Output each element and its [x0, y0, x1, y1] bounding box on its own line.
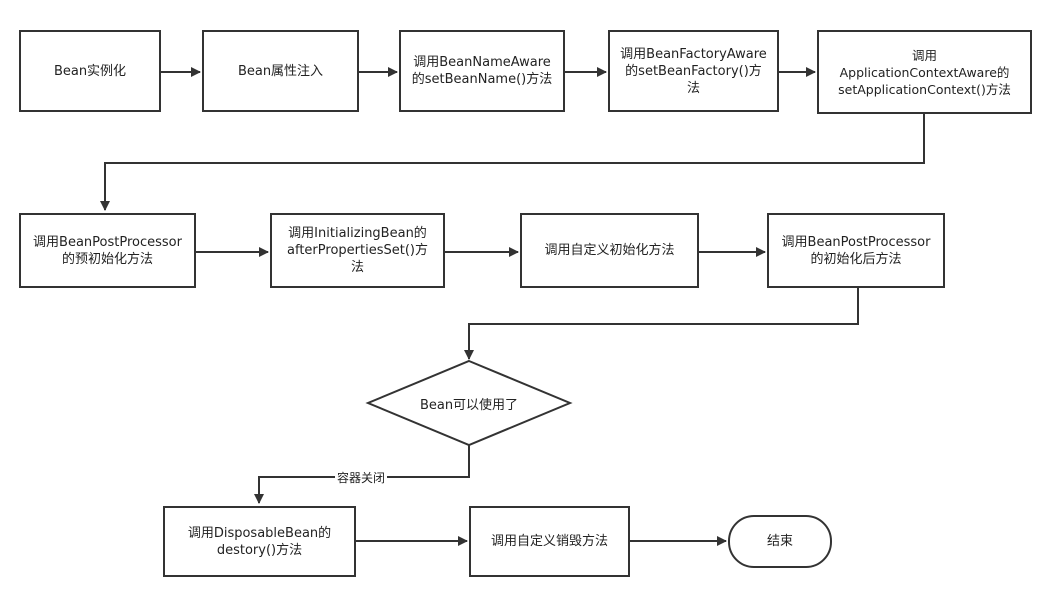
- node-custom-init: 调用自定义初始化方法: [520, 213, 699, 288]
- node-custom-destroy: 调用自定义销毁方法: [469, 506, 630, 577]
- node-disposable-bean-label: 调用DisposableBean的 destory()方法: [187, 525, 332, 558]
- node-end-label: 结束: [766, 534, 793, 549]
- node-post-processor-before: 调用BeanPostProcessor 的预初始化方法: [19, 213, 196, 288]
- node-post-processor-after: 调用BeanPostProcessor 的初始化后方法: [767, 213, 945, 288]
- node-bean-instantiate-label: Bean实例化: [53, 63, 127, 79]
- node-bean-instantiate: Bean实例化: [19, 30, 161, 112]
- node-custom-init-label: 调用自定义初始化方法: [544, 243, 675, 258]
- node-bean-inject: Bean属性注入: [202, 30, 359, 112]
- node-disposable-bean: 调用DisposableBean的 destory()方法: [163, 506, 356, 577]
- edge-label-container-close: 容器关闭: [335, 469, 388, 486]
- node-bean-name-aware-label: 调用BeanNameAware 的setBeanName()方法: [411, 55, 553, 87]
- node-initializing-bean: 调用InitializingBean的 afterPropertiesSet()…: [270, 213, 445, 288]
- node-post-processor-before-label: 调用BeanPostProcessor 的预初始化方法: [33, 234, 182, 267]
- node-application-context-aware: 调用 ApplicationContextAware的 setApplicati…: [817, 30, 1032, 114]
- node-post-processor-after-label: 调用BeanPostProcessor 的初始化后方法: [781, 234, 931, 267]
- edge-post-after-usable: [464, 288, 859, 360]
- decision-usable-label: Bean可以使用了: [419, 397, 519, 413]
- node-initializing-bean-label: 调用InitializingBean的 afterPropertiesSet()…: [287, 226, 428, 275]
- node-application-context-aware-label: 调用 ApplicationContextAware的 setApplicati…: [838, 47, 1011, 97]
- edge-context-aware-post-before: [100, 114, 925, 211]
- node-bean-inject-label: Bean属性注入: [237, 63, 324, 79]
- node-custom-destroy-label: 调用自定义销毁方法: [490, 534, 608, 549]
- node-bean-factory-aware-label: 调用BeanFactoryAware 的setBeanFactory()方 法: [620, 46, 767, 96]
- node-bean-name-aware: 调用BeanNameAware 的setBeanName()方法: [399, 30, 565, 112]
- node-end: 结束: [728, 515, 832, 568]
- decision-usable: Bean可以使用了: [368, 361, 570, 445]
- decision-usable-shape: [365, 359, 573, 447]
- node-bean-factory-aware: 调用BeanFactoryAware 的setBeanFactory()方 法: [608, 30, 779, 112]
